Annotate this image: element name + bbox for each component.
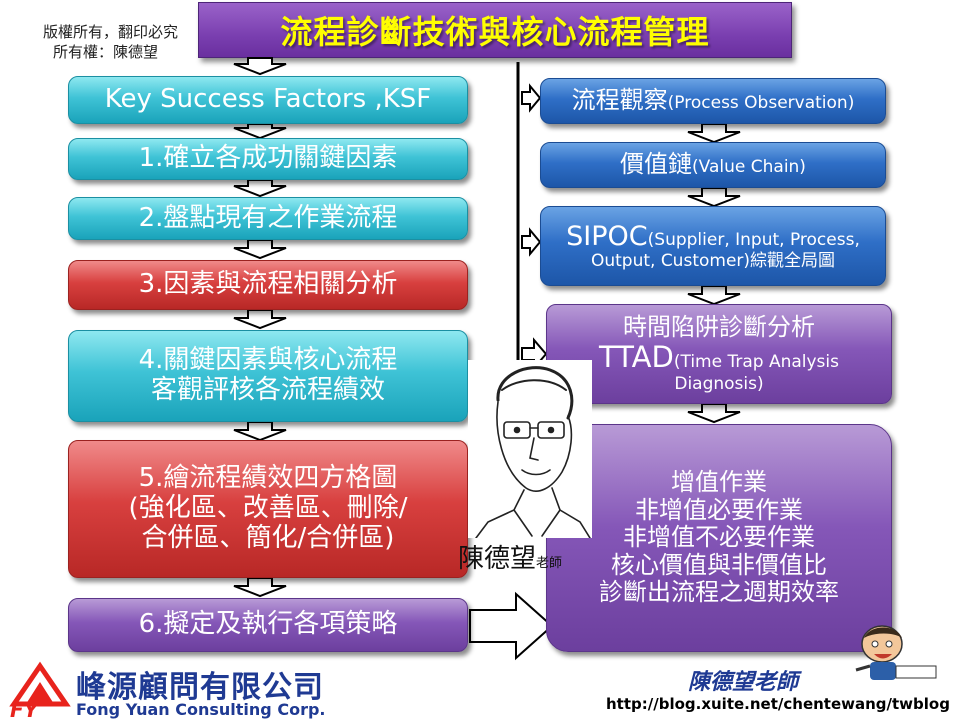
arrow-ttad-to-result [687,403,741,424]
fy-logo-mark [9,661,71,707]
observe-sub-label: (Process Observation) [667,93,855,113]
result-line-1: 增值作業 [671,468,767,497]
step5-line-3: 合併區、簡化/合併區) [141,522,395,553]
step2-box: 2.盤點現有之作業流程 [68,197,468,240]
step5-line-2: (強化區、改善區、刪除/ [128,493,408,524]
step4-box: 4.關鍵因素與核心流程 客觀評核各流程績效 [68,330,468,422]
step4-line-1: 4.關鍵因素與核心流程 [138,345,398,376]
step2-label: 2.盤點現有之作業流程 [138,202,398,233]
step6-label: 6.擬定及執行各項策略 [138,609,398,640]
arrow-step3-to-step4 [233,309,287,330]
blog-url: http://blog.xuite.net/chentewang/twblog [606,694,950,713]
step4-line-2: 客觀評核各流程績效 [150,375,385,405]
ttad-box: 時間陷阱診斷分析 TTAD(Time Trap Analysis Diagnos… [546,304,892,404]
arrow-step1-to-step2 [233,179,287,198]
ksf-label: Key Success Factors ,KSF [104,84,432,115]
arrow-step5-to-step6 [233,577,287,598]
arrow-ksf-to-step1 [233,123,287,140]
signature-title: 老師 [536,556,563,571]
teacher-portrait [468,360,592,539]
step1-label: 1.確立各成功關鍵因素 [138,143,398,174]
step1-box: 1.確立各成功關鍵因素 [68,138,468,180]
arrow-into-sipoc [521,227,542,257]
arrow-title-to-ksf [233,57,287,76]
blog-url-text: http://blog.xuite.net/chentewang/twblog [606,695,950,713]
value-sub-label: (Value Chain) [692,157,806,177]
step5-line-1: 5.繪流程績效四方格圖 [138,463,398,494]
ksf-box: Key Success Factors ,KSF [68,76,468,124]
fy-logo-text: FY [10,698,39,722]
arrow-value-to-sipoc [687,187,741,208]
cartoon-teacher [830,622,940,688]
observe-main-label: 流程觀察 [571,86,668,114]
title-banner: 流程診斷技術與核心流程管理 [198,2,792,58]
page-title: 流程診斷技術與核心流程管理 [280,13,710,51]
result-box: 增值作業 非增值必要作業 非增值不必要作業 核心價值與非價值比 診斷出流程之週期… [546,424,892,652]
arrow-observe-to-value [687,123,741,144]
ttad-line-1: 時間陷阱診斷分析 [623,312,815,341]
ttad-sub-label-1: (Time Trap Analysis [673,352,839,373]
sipoc-box: SIPOC(Supplier, Input, Process, Output, … [540,206,886,286]
sipoc-sub-label-2: Output, Customer)綜觀全局圖 [590,250,836,271]
sipoc-sub-label-1: (Supplier, Input, Process, [647,229,860,250]
ttad-sub-label-2: Diagnosis) [674,373,764,394]
result-line-4: 核心價值與非價值比 [611,550,827,579]
value-main-label: 價值鏈 [620,150,693,178]
portrait-signature: 陳德望老師 [458,538,608,574]
arrow-step2-to-step3 [233,239,287,260]
cartoon-figure-image [855,625,937,680]
copyright-line-1: 版權所有，翻印必究 [42,23,178,41]
observe-box: 流程觀察 (Process Observation) [540,78,886,124]
arrow-step6-to-result [469,591,554,661]
result-line-3: 非增值不必要作業 [623,523,815,552]
signature-name: 陳德望 [458,544,537,574]
copyright-line-2: 所有權：陳德望 [52,43,158,61]
result-line-5: 診斷出流程之週期效率 [599,578,839,607]
step5-box: 5.繪流程績效四方格圖 (強化區、改善區、刪除/ 合併區、簡化/合併區) [68,440,468,578]
step3-box: 3.因素與流程相關分析 [68,260,468,310]
step3-label: 3.因素與流程相關分析 [138,269,398,300]
ttad-second-line: TTAD(Time Trap Analysis [599,341,839,374]
arrow-step4-to-step5 [233,421,287,442]
sipoc-first-line: SIPOC(Supplier, Input, Process, [566,221,860,252]
portrait-sketch-image [475,366,591,539]
step6-box: 6.擬定及執行各項策略 [68,598,468,652]
sipoc-main-label: SIPOC [566,220,648,252]
arrow-into-observe [521,83,542,113]
result-line-2: 非增值必要作業 [635,495,803,524]
company-name-english: Fong Yuan Consulting Corp. [76,700,326,719]
company-logo: FY 峰源顧問有限公司 Fong Yuan Consulting Corp. [6,660,426,722]
copyright-notice: 版權所有，翻印必究 所有權：陳德望 [0,22,178,62]
arrow-sipoc-to-ttad [687,285,741,306]
teacher-badge-text: 陳德望老師 [688,670,799,695]
value-chain-box: 價值鏈 (Value Chain) [540,142,886,188]
ttad-main-label: TTAD [598,340,674,375]
company-name-chinese: 峰源顧問有限公司 [76,670,324,705]
teacher-badge: 陳德望老師 [688,664,798,696]
